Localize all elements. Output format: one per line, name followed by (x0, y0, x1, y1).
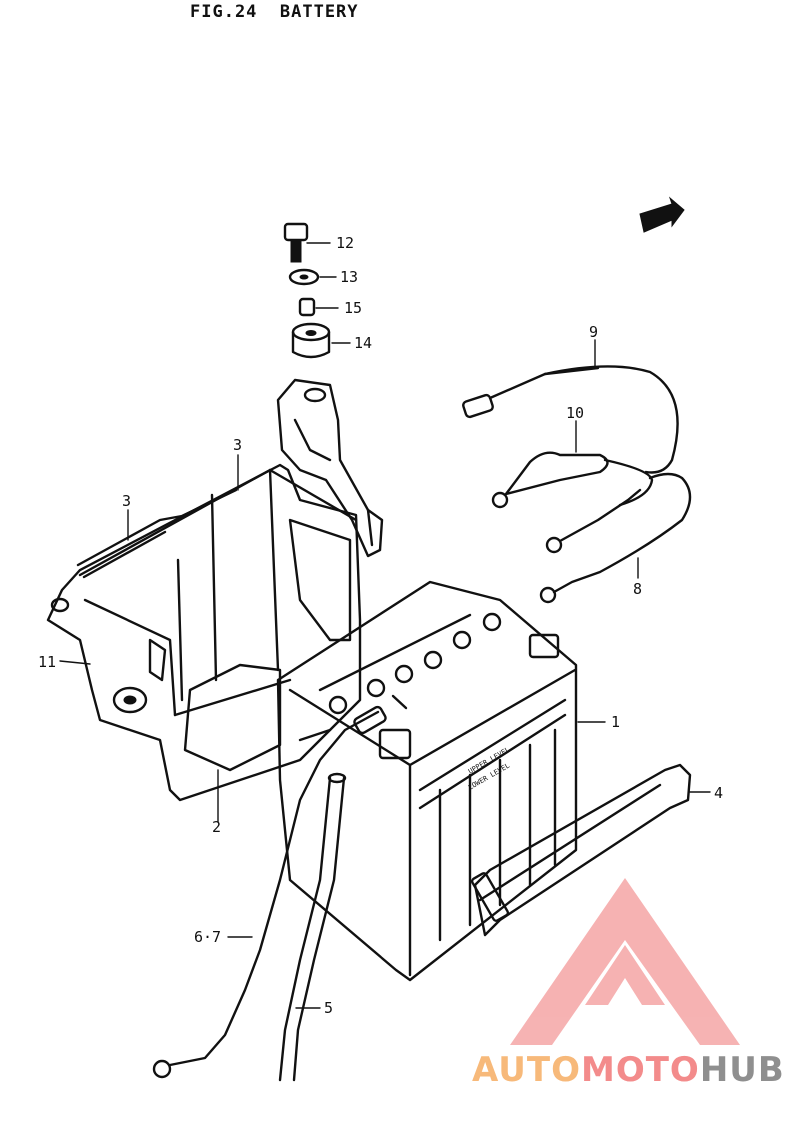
watermark-auto: AUTO (472, 1050, 581, 1090)
callout-13: 13 (340, 268, 359, 286)
bracket-3-upper (76, 454, 239, 579)
bracket-3 (276, 378, 384, 558)
callout-6-7: 6·7 (194, 928, 222, 946)
callout-4: 4 (714, 784, 724, 802)
callout-5: 5 (324, 999, 334, 1017)
cable-6-7 (152, 694, 408, 1079)
collar-15 (298, 297, 339, 317)
cable-8 (539, 472, 692, 604)
front-direction-arrow-icon (639, 196, 685, 233)
watermark-logo-icon (510, 878, 740, 1045)
callout-15: 15 (344, 299, 363, 317)
callout-3-right: 3 (233, 436, 243, 454)
cable-5 (278, 772, 347, 1082)
callout-14: 14 (354, 334, 373, 352)
cushion-14 (291, 322, 351, 359)
battery-1: UPPER LEVEL LOWER LEVEL (276, 580, 606, 982)
battery-case-11 (46, 463, 362, 802)
washer-13 (288, 268, 337, 286)
watermark-text: AUTOMOTOHUB (472, 1050, 785, 1090)
callout-9: 9 (589, 323, 599, 341)
callout-3-left: 3 (122, 492, 132, 510)
figure-title: FIG.24 BATTERY (190, 2, 359, 22)
watermark-hub: HUB (699, 1050, 785, 1090)
cable-10 (491, 420, 654, 554)
callout-2: 2 (212, 818, 222, 836)
callout-10: 10 (566, 404, 585, 422)
watermark-moto: MOTO (580, 1050, 700, 1090)
strap-4 (470, 763, 711, 937)
cable-9 (462, 339, 679, 474)
callout-8: 8 (633, 580, 643, 598)
callout-11: 11 (38, 653, 57, 671)
callout-12: 12 (336, 234, 355, 252)
bolt-12 (283, 222, 331, 263)
callout-1: 1 (611, 713, 621, 731)
